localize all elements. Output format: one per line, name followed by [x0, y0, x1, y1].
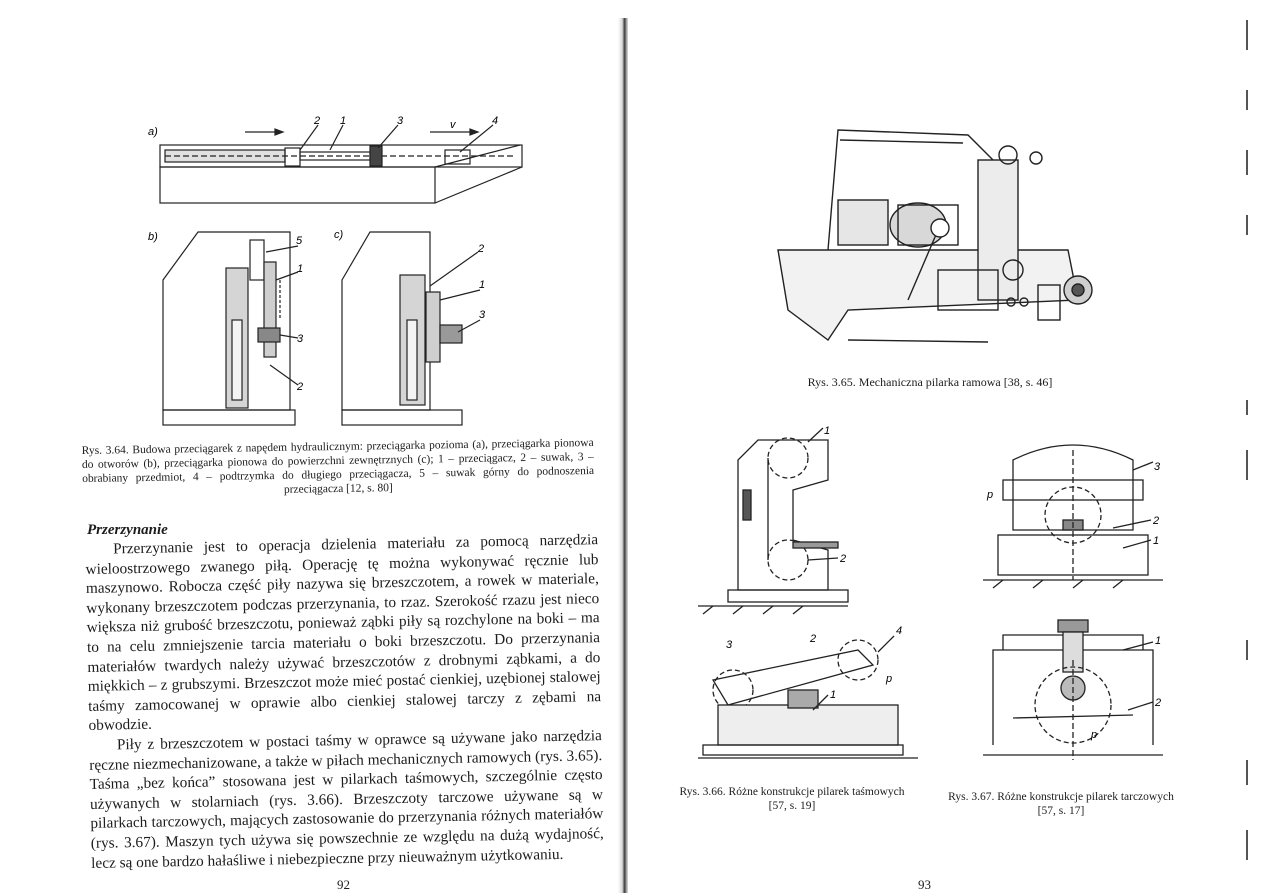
- book-gutter: [618, 18, 630, 893]
- callout-c-2: 2: [477, 243, 484, 255]
- callout-366-1: 1: [824, 425, 830, 437]
- callout-b-5: 5: [296, 235, 303, 247]
- figure-3-67: 3 p 2 1 1 2 p: [983, 444, 1163, 760]
- callout-367-p: p: [986, 489, 993, 501]
- paragraph-1: Przerzynanie jest to operacja dzielenia …: [85, 531, 602, 735]
- callout-a-4: 4: [492, 115, 498, 127]
- callout-367-bp: p: [1090, 729, 1097, 741]
- callout-366-b4: 4: [896, 625, 902, 637]
- callout-a-1: 1: [340, 115, 346, 127]
- paragraph-2: Piły z brzeszczotem w postaci taśmy w op…: [89, 727, 604, 872]
- panel-label-c: c): [334, 229, 344, 241]
- figure-caption-3-64: Rys. 3.64. Budowa przeciągarek z napędem…: [81, 436, 595, 496]
- left-page: a) b) c) 2 1 3 v 4 5 1 3 2 2 1 3 Rys. 3.…: [0, 0, 622, 893]
- callout-367-1: 1: [1153, 535, 1159, 547]
- callout-366-2: 2: [839, 553, 846, 565]
- panel-label-a: a): [148, 126, 158, 138]
- right-page: Rys. 3.65. Mechaniczna pilarka ramowa [3…: [628, 0, 1263, 893]
- figure-caption-3-67: Rys. 3.67. Różne konstrukcje pilarek tar…: [948, 791, 1174, 817]
- figure-caption-3-66: Rys. 3.66. Różne konstrukcje pilarek taś…: [679, 786, 905, 812]
- page-number-right: 93: [918, 877, 931, 892]
- callout-366-b1: 1: [830, 689, 836, 701]
- page-edge-marks: [1240, 0, 1263, 893]
- callout-367-b2: 2: [1154, 697, 1161, 709]
- callout-b-1: 1: [297, 263, 303, 275]
- callout-367-2: 2: [1152, 515, 1159, 527]
- page-number-left: 92: [337, 877, 350, 892]
- callout-366-b3: 3: [726, 639, 733, 651]
- callout-367-b1: 1: [1155, 635, 1161, 647]
- callout-a-3: 3: [397, 115, 404, 127]
- callout-366-b2: 2: [809, 633, 816, 645]
- section-heading: Przerzynanie: [87, 522, 168, 538]
- callout-c-1: 1: [479, 279, 485, 291]
- panel-label-b: b): [148, 231, 158, 243]
- callout-c-3: 3: [479, 309, 486, 321]
- callout-367-3: 3: [1154, 461, 1161, 473]
- callout-366-bp: p: [885, 673, 892, 685]
- figure-3-64: a) b) c) 2 1 3 v 4 5 1 3 2 2 1 3: [148, 115, 523, 426]
- callout-b-2: 2: [296, 381, 303, 393]
- callout-a-v: v: [450, 119, 457, 131]
- callout-a-2: 2: [313, 115, 320, 127]
- callout-b-3: 3: [297, 333, 304, 345]
- figure-3-65: [777, 129, 1093, 343]
- figure-caption-3-65: Rys. 3.65. Mechaniczna pilarka ramowa [3…: [807, 375, 1053, 389]
- figure-3-66: 1 2 3 2 4 p 1: [698, 425, 918, 759]
- body-text: Przerzynanie jest to operacja dzielenia …: [85, 530, 604, 873]
